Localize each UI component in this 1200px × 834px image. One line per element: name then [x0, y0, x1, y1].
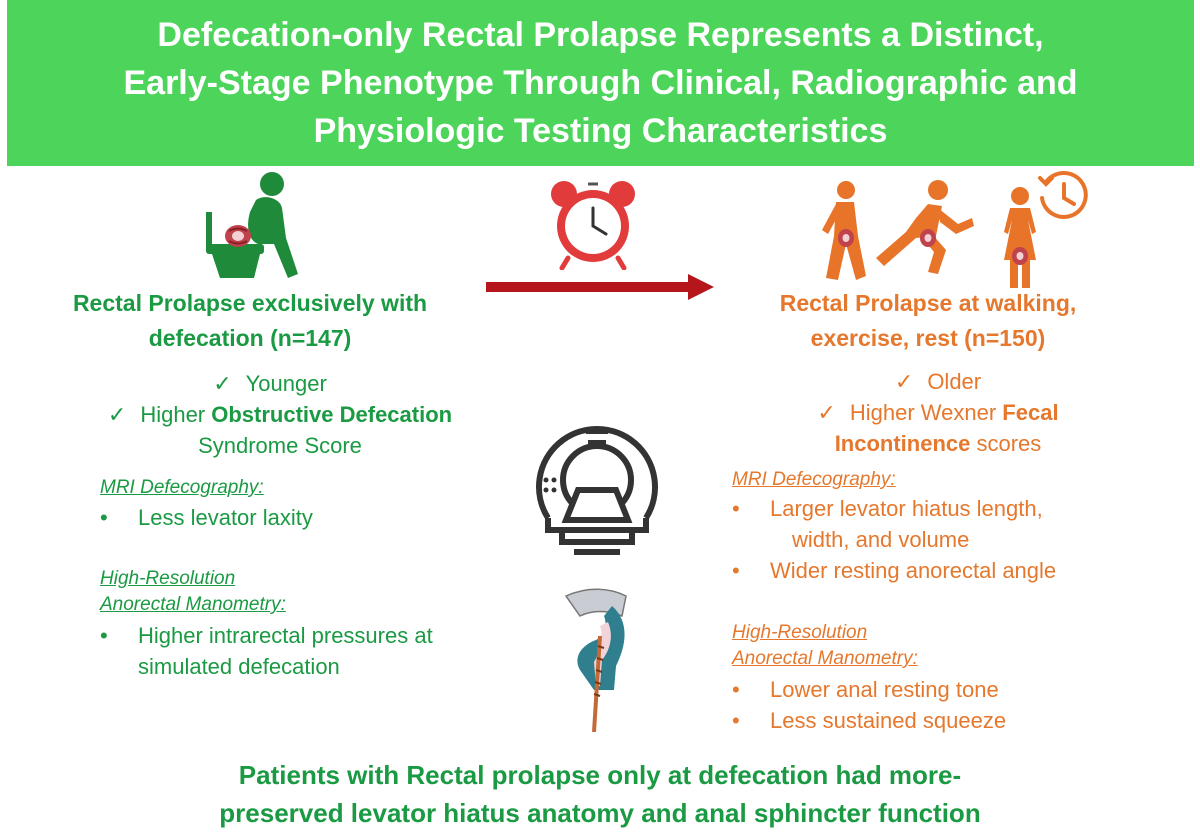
- right-mri-title: MRI Defecography:: [732, 469, 896, 490]
- right-mri-bullet-1: • Larger levator hiatus length, width, a…: [730, 493, 1170, 555]
- right-heading-line-2: exercise, rest (n=150): [810, 325, 1046, 351]
- left-heading: Rectal Prolapse exclusively with defecat…: [40, 286, 460, 356]
- toilet-person-icon: [206, 172, 298, 278]
- bullet-icon: •: [732, 677, 740, 702]
- timer-icon: [1038, 171, 1088, 219]
- left-mri-bullet-1-text: Less levator laxity: [138, 505, 313, 530]
- left-check-2-line-2: Syndrome Score: [198, 433, 362, 458]
- right-check-2-pre: Higher Wexner: [849, 400, 1003, 425]
- right-check-1: ✓ Older: [718, 366, 1158, 397]
- right-check-2: ✓ Higher Wexner Fecal Incontinence scores: [718, 397, 1158, 459]
- running-person-icon: [876, 180, 974, 274]
- left-check-2: ✓ Higher Obstructive Defecation Syndrome …: [40, 399, 520, 461]
- left-check-1: ✓ Younger: [40, 368, 500, 399]
- title-line-1: Defecation-only Rectal Prolapse Represen…: [157, 16, 1044, 54]
- check-icon: ✓: [107, 402, 127, 427]
- left-heading-line-1: Rectal Prolapse exclusively with: [72, 290, 428, 316]
- left-manometry-bullet-1-line-2: simulated defecation: [138, 654, 340, 679]
- left-manometry-title-line-1: High-Resolution: [100, 568, 236, 589]
- right-manometry-title: High-Resolution Anorectal Manometry:: [732, 620, 918, 672]
- left-mri-bullet-1: • Less levator laxity: [98, 502, 498, 533]
- right-heading: Rectal Prolapse at walking, exercise, re…: [718, 286, 1138, 356]
- right-check-1-text: Older: [927, 369, 982, 394]
- bullet-icon: •: [100, 623, 108, 648]
- progression-arrow: [486, 274, 714, 300]
- right-manometry-title-line-1: High-Resolution: [732, 622, 868, 643]
- alarm-clock-icon: [551, 181, 635, 270]
- conclusion-footer: Patients with Rectal prolapse only at de…: [150, 756, 1050, 832]
- standing-person-icon: [1004, 187, 1036, 288]
- right-manometry-bullet-1-text: Lower anal resting tone: [770, 677, 999, 702]
- left-check-1-text: Younger: [245, 371, 327, 396]
- left-check-2-bold: Obstructive Defecation: [211, 402, 453, 427]
- right-mri-bullet-2: • Wider resting anorectal angle: [730, 555, 1170, 586]
- right-check-2-line-2-bold: Incontinence: [834, 431, 971, 456]
- right-mri-bullet-2-text: Wider resting anorectal angle: [770, 558, 1057, 583]
- right-check-2-line-2-rest: scores: [970, 431, 1042, 456]
- left-check-2-pre: Higher: [140, 402, 212, 427]
- bullet-icon: •: [732, 558, 740, 583]
- anorectal-manometry-icon: [564, 588, 627, 732]
- right-mri-bullet-1-line-1: Larger levator hiatus length,: [770, 496, 1043, 521]
- bullet-icon: •: [732, 708, 740, 733]
- title-line-3: Physiologic Testing Characteristics: [313, 112, 888, 150]
- left-manometry-bullet-1-line-1: Higher intrarectal pressures at: [138, 623, 433, 648]
- footer-line-1: Patients with Rectal prolapse only at de…: [238, 760, 962, 790]
- check-icon: ✓: [894, 369, 914, 394]
- left-heading-line-2: defecation (n=147): [148, 325, 352, 351]
- right-manometry-bullet-2-text: Less sustained squeeze: [770, 708, 1007, 733]
- left-mri-title: MRI Defecography:: [100, 477, 264, 498]
- right-check-2-bold: Fecal: [1002, 400, 1059, 425]
- left-manometry-title: High-Resolution Anorectal Manometry:: [100, 566, 286, 618]
- mri-scanner-icon: [536, 425, 658, 555]
- right-manometry-title-line-2: Anorectal Manometry:: [732, 648, 918, 669]
- walking-person-icon: [822, 181, 866, 280]
- right-manometry-bullet-2: • Less sustained squeeze: [730, 705, 1170, 736]
- footer-line-2: preserved levator hiatus anatomy and ana…: [219, 798, 981, 828]
- left-manometry-bullet-1: • Higher intrarectal pressures at simula…: [98, 620, 518, 682]
- title-line-2: Early-Stage Phenotype Through Clinical, …: [123, 64, 1078, 102]
- left-manometry-title-line-2: Anorectal Manometry:: [100, 594, 286, 615]
- bullet-icon: •: [732, 496, 740, 521]
- right-mri-bullet-1-line-2: width, and volume: [792, 527, 970, 552]
- right-manometry-bullet-1: • Lower anal resting tone: [730, 674, 1170, 705]
- check-icon: ✓: [213, 371, 232, 396]
- bullet-icon: •: [100, 505, 108, 530]
- right-heading-line-1: Rectal Prolapse at walking,: [779, 290, 1077, 316]
- title-banner: Defecation-only Rectal Prolapse Represen…: [7, 0, 1194, 166]
- check-icon: ✓: [817, 400, 836, 425]
